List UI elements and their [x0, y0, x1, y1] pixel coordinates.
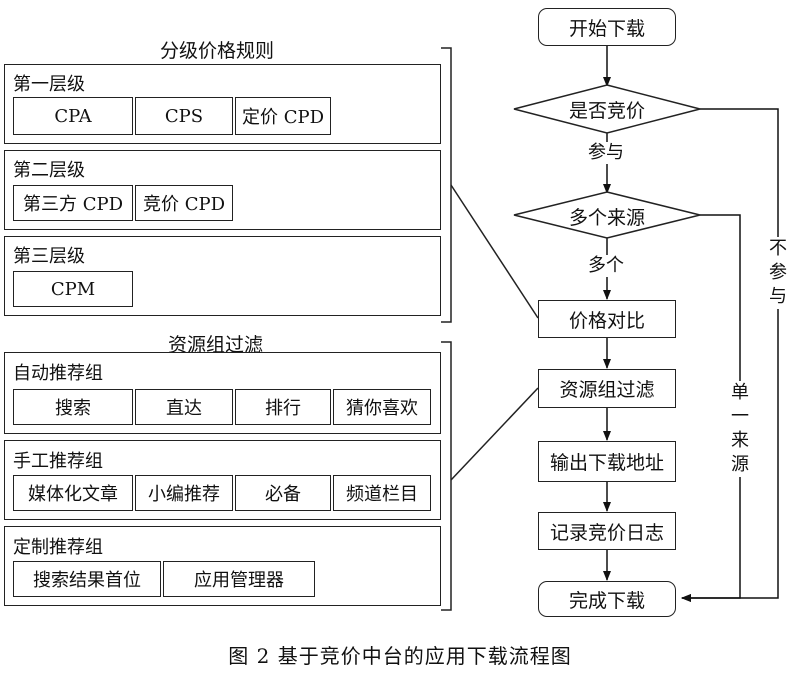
- not-participate-label: 不 参 与: [767, 237, 789, 309]
- group-item-search: 搜索: [13, 389, 133, 425]
- sources-decision-diamond: [513, 191, 701, 239]
- tier-2-panel: 第二层级 第三方 CPD 竞价 CPD: [4, 150, 441, 230]
- tier-item-fixed-cpd: 定价 CPD: [235, 97, 331, 135]
- sources-decision-label: 多个来源: [568, 207, 645, 229]
- tier-3-label: 第三层级: [13, 246, 85, 267]
- manual-recommend-label: 手工推荐组: [13, 451, 103, 472]
- output-url-node: 输出下载地址: [538, 441, 676, 482]
- pricing-rules-title: 分级价格规则: [160, 40, 275, 62]
- manual-recommend-panel: 手工推荐组 媒体化文章 小编推荐 必备 频道栏目: [4, 440, 441, 520]
- bid-decision-diamond: [513, 84, 701, 134]
- group-item-you-may-like: 猜你喜欢: [333, 389, 431, 425]
- tier-3-panel: 第三层级 CPM: [4, 236, 441, 316]
- tier-2-label: 第二层级: [13, 160, 85, 181]
- custom-recommend-label: 定制推荐组: [13, 537, 103, 558]
- tier-item-cpa: CPA: [13, 97, 133, 135]
- price-compare-node: 价格对比: [538, 300, 676, 338]
- group-item-channel-column: 频道栏目: [333, 475, 431, 511]
- tier-item-third-party-cpd: 第三方 CPD: [13, 185, 133, 221]
- group-item-app-manager: 应用管理器: [163, 561, 315, 597]
- filter-connector: [450, 387, 539, 481]
- filter-bracket: [441, 341, 452, 611]
- auto-recommend-panel: 自动推荐组 搜索 直达 排行 猜你喜欢: [4, 352, 441, 434]
- tier-item-cps: CPS: [135, 97, 233, 135]
- pricing-bracket: [441, 47, 452, 323]
- start-download-node: 开始下载: [538, 8, 676, 46]
- bid-decision-label: 是否竞价: [568, 100, 645, 122]
- resource-filter-title: 资源组过滤: [168, 334, 264, 356]
- tier-item-cpm: CPM: [13, 271, 133, 307]
- group-item-ranking: 排行: [235, 389, 331, 425]
- figure-caption: 图 2 基于竞价中台的应用下载流程图: [228, 644, 572, 668]
- auto-recommend-label: 自动推荐组: [13, 363, 103, 384]
- finish-download-node: 完成下载: [538, 581, 676, 617]
- group-item-editor-pick: 小编推荐: [135, 475, 233, 511]
- group-item-essentials: 必备: [235, 475, 331, 511]
- custom-recommend-panel: 定制推荐组 搜索结果首位 应用管理器: [4, 526, 441, 606]
- multiple-label: 多个: [588, 255, 624, 277]
- tier-1-panel: 第一层级 CPA CPS 定价 CPD: [4, 64, 441, 144]
- single-source-label: 单 一 来 源: [729, 381, 751, 477]
- group-item-media-article: 媒体化文章: [13, 475, 133, 511]
- pricing-connector: [450, 184, 539, 319]
- group-item-top-search-result: 搜索结果首位: [13, 561, 161, 597]
- participate-label: 参与: [588, 142, 624, 164]
- record-log-node: 记录竞价日志: [538, 512, 676, 550]
- group-item-direct: 直达: [135, 389, 233, 425]
- tier-item-bid-cpd: 竞价 CPD: [135, 185, 233, 221]
- resource-filter-node: 资源组过滤: [538, 369, 676, 408]
- tier-1-label: 第一层级: [13, 74, 85, 95]
